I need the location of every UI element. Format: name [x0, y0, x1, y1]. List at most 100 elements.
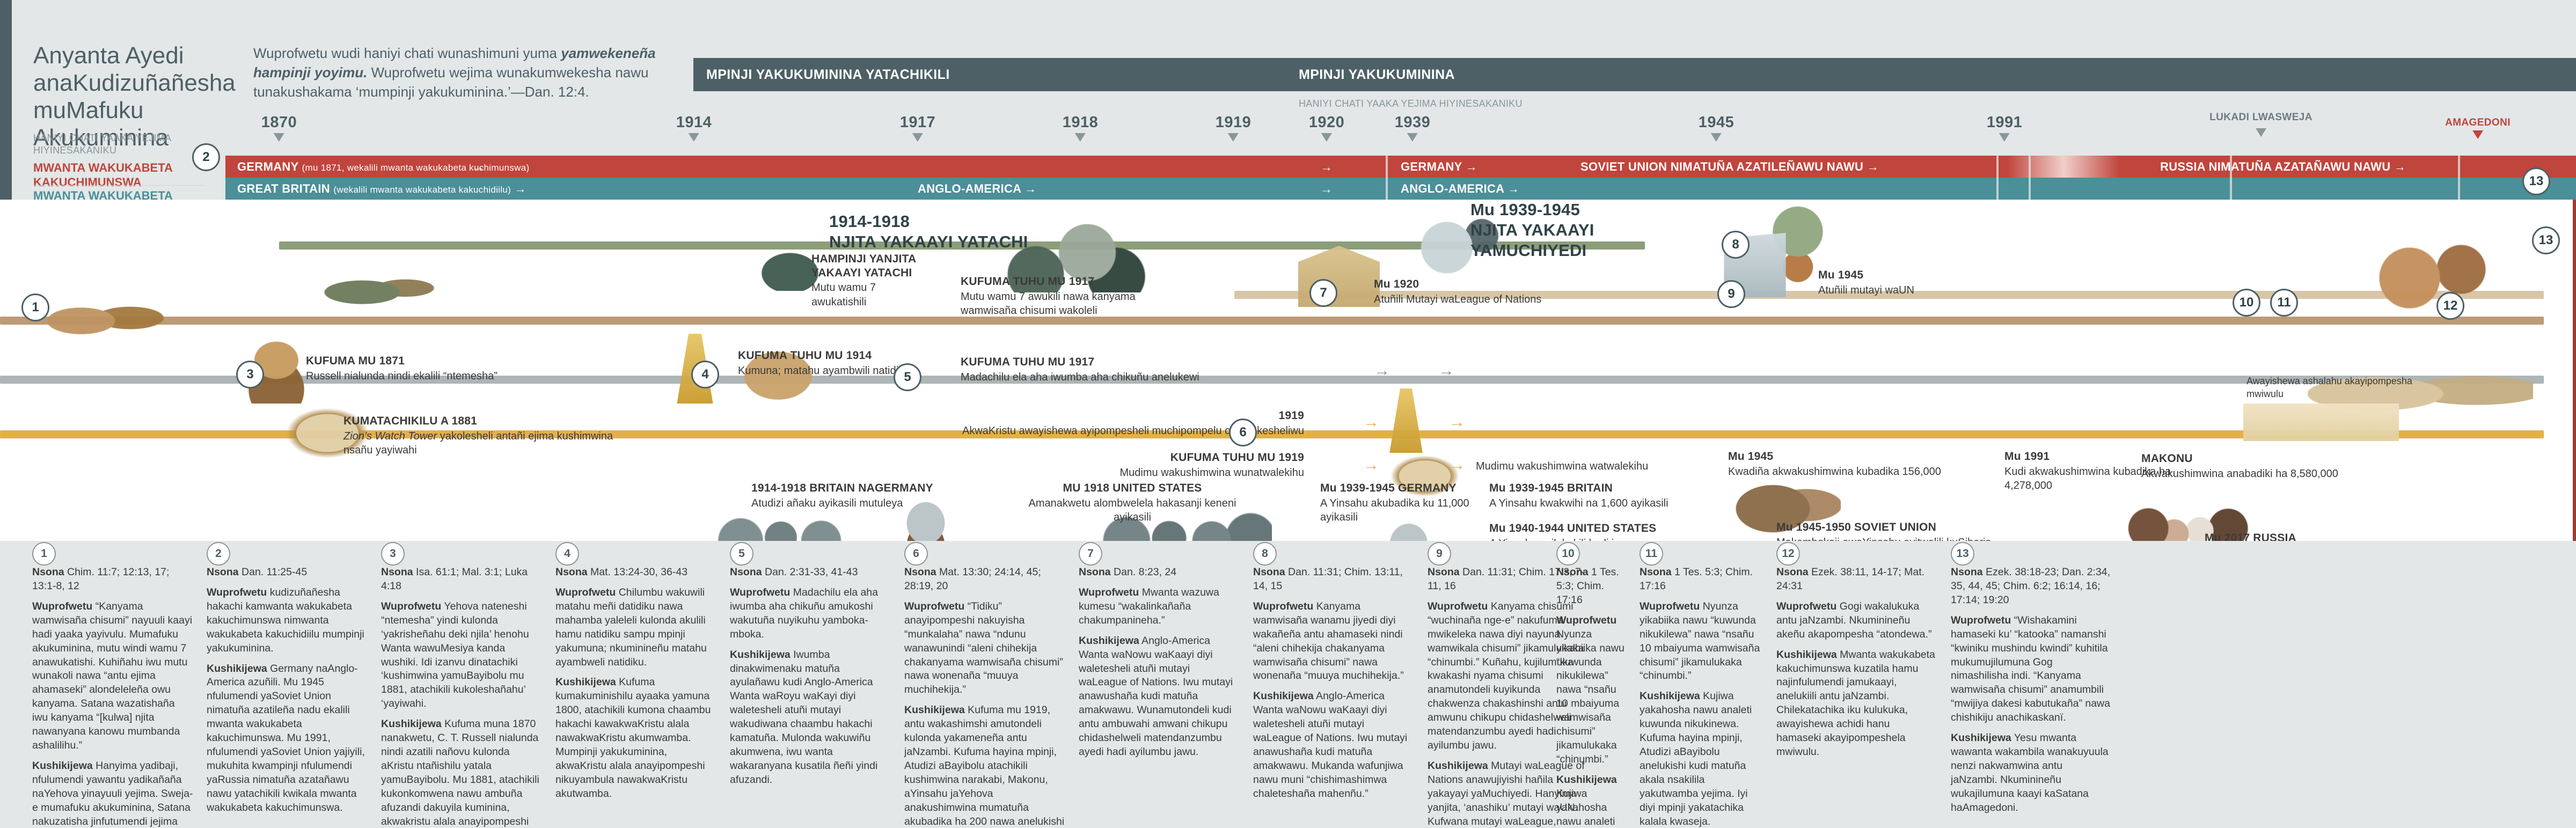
year-tick-amagedoni: AMAGEDONI: [2445, 117, 2511, 139]
band-label-anglo-2: ANGLO-AMERICA →: [1401, 181, 1520, 195]
footnote-fulfilment-1: Kushikijewa Hanyima yadibaji, nfulumendi…: [32, 759, 193, 827]
footnote-marker-1[interactable]: 1: [32, 542, 56, 566]
marker-2[interactable]: 2: [192, 143, 220, 171]
footnote-prophecy-6: Wuprofwetu “Tidiku” anayipompeshi nakuyi…: [904, 600, 1063, 696]
marker-4[interactable]: 4: [691, 361, 719, 389]
event-awayshewa: Awayishewa ashalahu akayipompesha mwiwul…: [2246, 376, 2412, 399]
band-label-germany-1: GERMANY (mu 1871, wekalili mwanta wakuka…: [237, 159, 530, 173]
marker-13b[interactable]: 13: [2532, 226, 2560, 254]
footnote-marker-7[interactable]: 7: [1079, 542, 1102, 566]
footnote-marker-5[interactable]: 5: [730, 542, 753, 566]
power-bands: GERMANY (mu 1871, wekalili mwanta wakuka…: [225, 156, 2576, 200]
footnote-prophecy-13: Wuprofwetu “Wishakamini hamaseki ku’ “ka…: [1951, 614, 2110, 724]
footnote-scripture-10: Nsona 1 Tes. 5:3; Chim. 17:16: [1556, 566, 1619, 606]
marker-3[interactable]: 3: [236, 361, 264, 389]
footnote-prophecy-9: Wuprofwetu Kanyama chisumi “wuchinaña ng…: [1428, 600, 1584, 752]
rail-arrow-gold-1: →: [1363, 413, 1379, 431]
band-label-soviet: SOVIET UNION NIMATUÑA AZATILEÑAWU NAWU →: [1580, 159, 1879, 173]
marker-5[interactable]: 5: [894, 363, 921, 391]
rail-arrow-left-2: ←: [75, 305, 91, 323]
footnote-prophecy-12: Wuprofwetu Gogi wakalukuka antu jaNzambi…: [1776, 600, 1932, 640]
event-1881-body: Zion’s Watch Tower yakolesheli antañi ej…: [343, 430, 613, 456]
marker-7[interactable]: 7: [1309, 279, 1337, 307]
rail-beasts: [0, 317, 2544, 325]
event-ww1-title: 1914-1918 NJITA YAKAAYI YATACHI: [829, 212, 1028, 251]
footnote-fulfilment-11: Kushikijewa Kujiwa yakahosha nawu analet…: [1640, 690, 1752, 827]
event-ww2-title: Mu 1939-1945 NJITA YAKAAYI YAMUCHIYEDI: [1470, 200, 1594, 260]
footnote-fulfilment-9: Kushikijewa Mutayi waLeague of Nations a…: [1428, 759, 1585, 827]
marker-1[interactable]: 1: [21, 294, 49, 321]
event-1881-watchtower: KUMATACHIKILU A 1881 Zion’s Watch Tower …: [343, 414, 623, 457]
footnote-marker-4[interactable]: 4: [555, 542, 579, 566]
event-1918-us: MU 1918 UNITED STATES Amanakwetu alombwe…: [1028, 482, 1236, 523]
rail-wars: [279, 241, 1645, 250]
year-tick-1991: 1991: [1987, 114, 2023, 142]
event-1917-feet: KUFUMA TUHU MU 1917 Madachilu ela aha iw…: [961, 356, 1199, 383]
footnote-marker-10[interactable]: 10: [1556, 542, 1580, 566]
event-ww1-britain-germany: 1914-1918 BRITAIN NAGERMANY Atudizi añak…: [751, 482, 933, 509]
footnote-scripture-3: Nsona Isa. 61:1; Mal. 3:1; Luka 4:18: [381, 566, 528, 592]
event-1920-league: Mu 1920 Atuñili Mutayi waLeague of Natio…: [1374, 278, 1542, 305]
footnote-marker-2[interactable]: 2: [207, 542, 230, 566]
footnote-scripture-4: Nsona Mat. 13:24-30, 36-43: [555, 566, 688, 578]
footnote-marker-12[interactable]: 12: [1776, 542, 1800, 566]
event-1871-russell: KUFUMA MU 1871 Russell nialunda nindi ek…: [306, 355, 497, 382]
footnote-scripture-11: Nsona 1 Tes. 5:3; Chim. 17:16: [1640, 566, 1753, 592]
band-north-power: GERMANY (mu 1871, wekalili mwanta wakuka…: [225, 156, 2576, 178]
event-1917-beast: KUFUMA TUHU MU 1917 Mutu wamu 7 awukili …: [961, 275, 1136, 317]
footnote-prophecy-8: Wuprofwetu Kanyama wamwisaña wanamu jiye…: [1253, 600, 1404, 682]
footnote-fulfilment-3: Kushikijewa Kufuma muna 1870 nanakwetu, …: [381, 718, 539, 827]
plane-art-ww2: [1398, 211, 1538, 292]
footnote-fulfilment-4: Kushikijewa Kufuma kumakuminishilu ayaak…: [555, 676, 711, 800]
tank-art-ww1: [987, 220, 1148, 292]
marker-12[interactable]: 12: [2436, 292, 2464, 320]
event-ww2-britain: Mu 1939-1945 BRITAIN A Yinsahu kwakwihi …: [1489, 482, 1668, 509]
footnote-fulfilment-5: Kushikijewa Iwumba dinakwimenaku matuña …: [730, 648, 878, 786]
page-title: Anyanta Ayedi anaKudizuñañesha muMafuku …: [33, 42, 236, 151]
rail-arrow-gold-4: →: [1449, 456, 1465, 474]
band-arrow-3: →: [1320, 182, 1333, 196]
footnote-fulfilment-13: Kushikijewa Yesu mwanta wawanta wakambil…: [1951, 732, 2109, 814]
marker-6[interactable]: 6: [1229, 419, 1257, 446]
marker-8[interactable]: 8: [1722, 231, 1750, 259]
band-label-russia: RUSSIA NIMATUÑA AZATAÑAWU NAWU →: [2160, 159, 2406, 173]
footnote-marker-3[interactable]: 3: [381, 542, 405, 566]
marker-10[interactable]: 10: [2233, 289, 2260, 317]
footnote-marker-13[interactable]: 13: [1951, 542, 1974, 566]
marker-9[interactable]: 9: [1717, 280, 1745, 308]
marker-11[interactable]: 11: [2270, 289, 2298, 317]
footnote-scripture-1: Nsona Chim. 11:7; 12:13, 17; 13:1-8, 12: [32, 566, 170, 592]
footnote-marker-6[interactable]: 6: [904, 542, 928, 566]
footnote-marker-11[interactable]: 11: [1640, 542, 1663, 566]
footnote-prophecy-2: Wuprofwetu kudizuñañesha hakachi kamwant…: [207, 586, 364, 654]
beast-art-far-left: [32, 285, 172, 345]
amagedoni-edge: [2573, 200, 2576, 541]
era-banner-second: MPINJI YAKUKUMININA: [1286, 58, 2576, 91]
year-tick-1914: 1914: [676, 114, 712, 142]
footnote-scripture-13: Nsona Ezek. 38:18-23; Dan. 2:34, 35, 44,…: [1951, 566, 2111, 606]
footnote-scripture-6: Nsona Mat. 13:30; 24:14, 45; 28:19, 20: [904, 566, 1041, 592]
rail-image: [0, 376, 2544, 384]
year-axis: 1870 1914 1917 1918 1919 1920 1939 1945 …: [0, 112, 2576, 151]
footnote-fulfilment-7: Kushikijewa Anglo-America Wanta waNowu w…: [1079, 634, 1233, 758]
intro-text-b: Wuprofwetu wejima wunakumwekesha nawu tu…: [253, 64, 649, 100]
marker-13[interactable]: 13: [2522, 167, 2550, 195]
rail-arrow-gold-2: →: [1449, 413, 1465, 431]
event-1919-gathering: 1919 AkwaKristu awayishewa ayipompesheli…: [962, 409, 1304, 437]
footnote-marker-9[interactable]: 9: [1428, 542, 1451, 566]
footnote-prophecy-4: Wuprofwetu Chilumbu wakuwili matahu meñi…: [555, 586, 707, 668]
footnote-prophecy-5: Wuprofwetu Madachilu ela aha iwumba aha …: [730, 586, 878, 640]
footnote-fulfilment-10: Kushikijewa Kujiwa yakahosha nawu analet…: [1556, 773, 1617, 827]
year-tick-lukadi: LUKADI LWASWEJA: [2209, 112, 2312, 137]
event-ww2-germany: Mu 1939-1945 GERMANY A Yinsahu akubadika…: [1320, 482, 1469, 523]
footnote-marker-8[interactable]: 8: [1253, 542, 1277, 566]
year-tick-1918: 1918: [1063, 114, 1099, 142]
